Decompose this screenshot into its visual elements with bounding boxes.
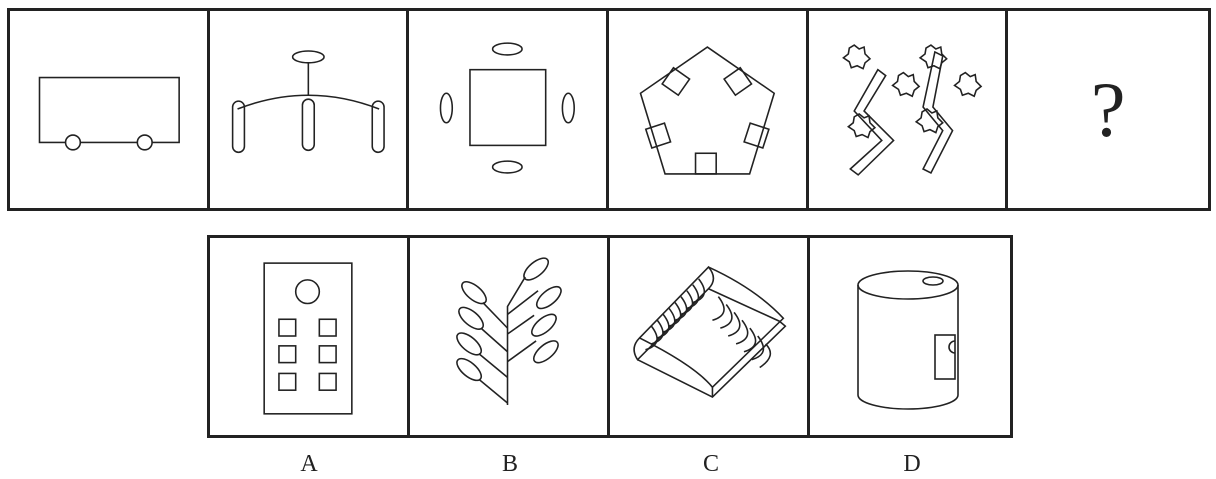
- option-c-label: C: [702, 451, 719, 477]
- table-figure: [440, 42, 576, 174]
- option-d-cell[interactable]: [810, 238, 1010, 435]
- option-d-label: D: [903, 451, 921, 477]
- sequence-row: ?: [7, 8, 1211, 211]
- chandelier-figure: [231, 50, 385, 154]
- option-b-label: B: [501, 451, 518, 477]
- pentagon-figure: [639, 46, 776, 175]
- sequence-cell-4-pentagon: [609, 11, 809, 208]
- open-book-figure: [633, 265, 787, 399]
- zigzag-stars-figure: [841, 44, 982, 176]
- option-a-cell[interactable]: [210, 238, 410, 435]
- option-b-cell[interactable]: [410, 238, 610, 435]
- remote-control-figure: [263, 262, 353, 415]
- option-a-label: A: [300, 451, 318, 477]
- leafy-branch-figure: [456, 257, 562, 405]
- sequence-cell-6-question: ?: [1008, 11, 1208, 208]
- sequence-cell-3-table: [409, 11, 610, 208]
- cart-figure: [38, 76, 180, 151]
- sequence-cell-5-zigzags: [809, 11, 1009, 208]
- options-row: [207, 235, 1013, 438]
- sequence-cell-2-chandelier: [210, 11, 410, 208]
- question-mark: ?: [1090, 65, 1126, 153]
- sequence-cell-1-cart: [10, 11, 210, 208]
- canister-figure: [857, 270, 959, 410]
- option-c-cell[interactable]: [610, 238, 810, 435]
